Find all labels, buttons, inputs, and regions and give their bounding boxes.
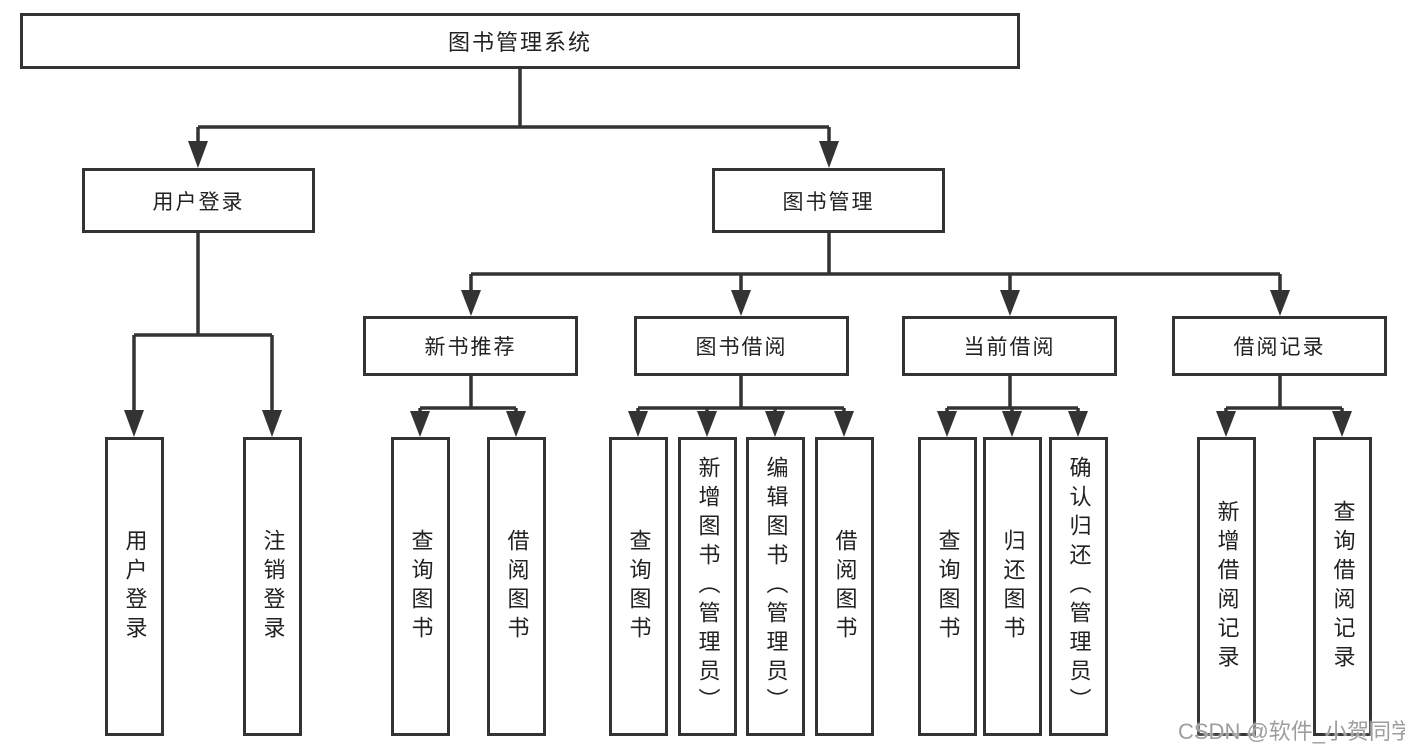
leaf-user-login: 用户登录 (105, 437, 164, 736)
leaf-borrow-books-recommend-label: 借阅图书 (504, 528, 530, 645)
leaf-add-books-admin: 新增图书（管理员） (678, 437, 737, 736)
node-user-login: 用户登录 (82, 168, 315, 233)
leaf-query-borrow-record: 查询借阅记录 (1313, 437, 1372, 736)
node-borrow-records: 借阅记录 (1172, 316, 1387, 376)
node-new-book-recommend: 新书推荐 (363, 316, 578, 376)
leaf-borrow-books-borrow-label: 借阅图书 (832, 528, 858, 645)
leaf-add-borrow-record-label: 新增借阅记录 (1214, 499, 1240, 674)
node-book-management: 图书管理 (712, 168, 945, 233)
leaf-confirm-return-admin: 确认归还（管理员） (1049, 437, 1108, 736)
leaf-query-books-borrow: 查询图书 (609, 437, 668, 736)
leaf-logout: 注销登录 (243, 437, 302, 736)
leaf-return-books-label: 归还图书 (1000, 528, 1026, 645)
leaf-user-login-label: 用户登录 (122, 528, 148, 645)
leaf-add-borrow-record: 新增借阅记录 (1197, 437, 1256, 736)
arrowheads (124, 141, 1352, 437)
csdn-watermark: CSDN @软件_小贺同学 (1178, 719, 1405, 744)
node-book-borrow: 图书借阅 (634, 316, 849, 376)
leaf-query-borrow-record-label: 查询借阅记录 (1330, 499, 1356, 674)
leaf-query-books-borrow-label: 查询图书 (626, 528, 652, 645)
node-system-root: 图书管理系统 (20, 13, 1020, 69)
leaf-logout-label: 注销登录 (260, 528, 286, 645)
leaf-edit-books-admin-label: 编辑图书（管理员） (763, 456, 789, 717)
leaf-add-books-admin-label: 新增图书（管理员） (695, 456, 721, 717)
leaf-borrow-books-borrow: 借阅图书 (815, 437, 874, 736)
leaf-query-books-recommend: 查询图书 (391, 437, 450, 736)
leaf-return-books: 归还图书 (983, 437, 1042, 736)
leaf-query-books-current-label: 查询图书 (935, 528, 961, 645)
leaf-borrow-books-recommend: 借阅图书 (487, 437, 546, 736)
leaf-query-books-recommend-label: 查询图书 (408, 528, 434, 645)
leaf-query-books-current: 查询图书 (918, 437, 977, 736)
leaf-confirm-return-admin-label: 确认归还（管理员） (1066, 456, 1092, 717)
node-current-borrow: 当前借阅 (902, 316, 1117, 376)
leaf-edit-books-admin: 编辑图书（管理员） (746, 437, 805, 736)
